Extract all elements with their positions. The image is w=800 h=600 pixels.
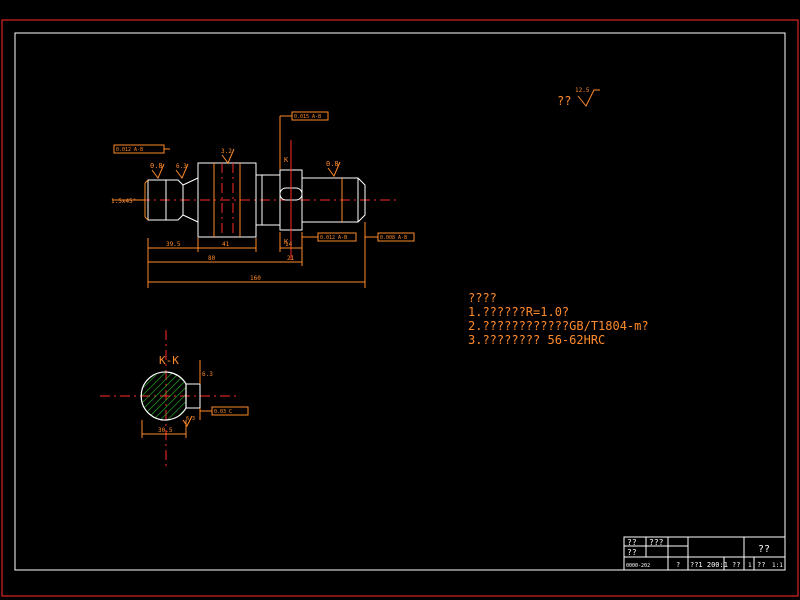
outer-border: [1, 19, 799, 597]
svg-text:3.???????? 56-62HRC: 3.???????? 56-62HRC: [468, 333, 605, 347]
svg-text:0000-202: 0000-202: [626, 563, 650, 569]
svg-text:1: 1: [748, 562, 752, 569]
svg-text:6.3: 6.3: [186, 416, 195, 422]
roughness-note: ?? 12.5: [557, 87, 600, 108]
svg-text:1.5x45°: 1.5x45°: [111, 198, 136, 205]
svg-text:K-K: K-K: [159, 354, 179, 367]
inner-border: [14, 32, 786, 571]
svg-text:??: ??: [557, 94, 571, 108]
svg-text:??: ??: [627, 538, 637, 547]
svg-text:0.008 A-B: 0.008 A-B: [380, 235, 407, 241]
svg-text:0.012 A-B: 0.012 A-B: [320, 235, 347, 241]
svg-text:?: ?: [676, 561, 680, 569]
svg-text:0.8: 0.8: [326, 160, 339, 168]
svg-text:??1 200:1: ??1 200:1: [690, 561, 728, 569]
section-k-k: K-K 6.3 0.03 C 30.5 6.3: [100, 330, 249, 468]
svg-text:14: 14: [285, 241, 293, 248]
svg-text:1:1: 1:1: [772, 562, 783, 569]
svg-text:??: ??: [758, 544, 770, 555]
svg-text:12.5: 12.5: [575, 87, 590, 94]
svg-text:??: ??: [627, 548, 637, 557]
svg-text:3.2: 3.2: [221, 148, 232, 155]
title-block: ?? ??? ?? ?? 0000-202 ? ??1 200:1 ?? 1 ?…: [623, 536, 786, 571]
svg-text:160: 160: [250, 275, 261, 282]
svg-text:6.3: 6.3: [202, 371, 213, 378]
svg-text:21: 21: [287, 255, 295, 262]
svg-text:0.012 A-B: 0.012 A-B: [116, 147, 143, 153]
svg-text:30.5: 30.5: [158, 427, 173, 434]
svg-text:1.??????R=1.0?: 1.??????R=1.0?: [468, 305, 569, 319]
svg-text:0.015 A-B: 0.015 A-B: [294, 114, 321, 120]
shaft-main-view: 0.8 6.3 3.2 0.8 1.5x45° 0.012 A-B 0.015 …: [111, 111, 415, 288]
svg-text:????: ????: [468, 291, 497, 305]
svg-text:??: ??: [757, 561, 765, 569]
svg-text:2.????????????GB/T1804-m?: 2.????????????GB/T1804-m?: [468, 319, 649, 333]
svg-text:39.5: 39.5: [166, 241, 181, 248]
svg-text:6.3: 6.3: [176, 163, 187, 170]
svg-text:80: 80: [208, 255, 216, 262]
svg-text:0.03 C: 0.03 C: [214, 409, 232, 415]
svg-text:K: K: [284, 238, 289, 246]
svg-text:??: ??: [732, 561, 740, 569]
svg-text:0.8: 0.8: [150, 162, 163, 170]
svg-text:41: 41: [222, 241, 230, 248]
tech-requirements: ???? 1.??????R=1.0? 2.????????????GB/T18…: [468, 291, 649, 347]
svg-text:???: ???: [649, 538, 664, 547]
svg-text:K: K: [284, 156, 289, 164]
